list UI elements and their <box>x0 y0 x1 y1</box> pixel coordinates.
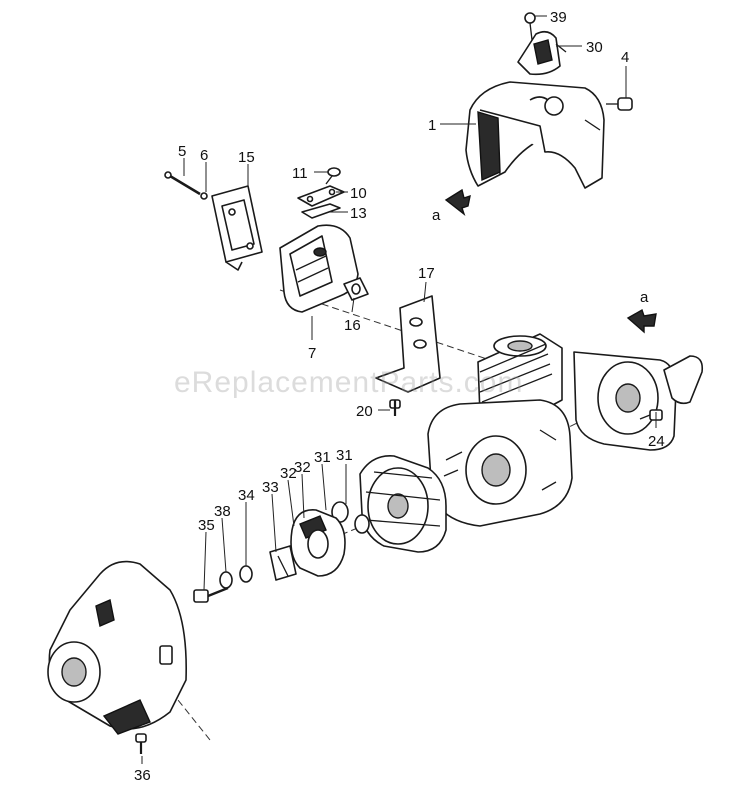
callout-11: 11 <box>292 165 308 182</box>
muffler-cover-15 <box>211 185 263 271</box>
screw-36 <box>135 733 147 754</box>
gasket-16 <box>343 277 369 301</box>
flywheel <box>359 455 447 553</box>
callout-31-b: 31 <box>336 447 353 464</box>
callout-20: 20 <box>356 403 373 420</box>
callout-7: 7 <box>308 345 316 362</box>
throttle-bracket <box>517 30 567 76</box>
washer-6 <box>200 192 208 200</box>
callout-31-a: 31 <box>314 449 331 466</box>
bolt-4 <box>606 97 633 111</box>
callout-16: 16 <box>344 317 361 334</box>
screw-39 <box>524 12 536 41</box>
callout-39: 39 <box>550 9 567 26</box>
bolt-35 <box>193 586 229 603</box>
clutch-shoe-33 <box>269 545 297 581</box>
callout-17: 17 <box>418 265 435 282</box>
reference-arrow-top: a <box>432 188 471 224</box>
ref-label-a-top: a <box>432 207 441 224</box>
callout-13: 13 <box>350 205 367 222</box>
callout-5: 5 <box>178 143 186 160</box>
muffler-7 <box>279 224 359 313</box>
callout-30: 30 <box>586 39 603 56</box>
callout-10: 10 <box>350 185 367 202</box>
plate-10 <box>297 185 345 207</box>
washers-34-38 <box>219 565 253 589</box>
screw-11 <box>325 167 341 185</box>
callout-6: 6 <box>200 147 208 164</box>
callout-24: 24 <box>648 433 665 450</box>
gasket-13 <box>301 203 341 219</box>
callout-34: 34 <box>238 487 255 504</box>
crankcase <box>427 399 573 527</box>
ref-label-a-right: a <box>640 289 649 306</box>
recoil-starter <box>573 351 704 451</box>
bolt-20 <box>389 399 401 416</box>
callout-35: 35 <box>198 517 215 534</box>
callout-15: 15 <box>238 149 255 166</box>
callout-4: 4 <box>621 49 629 66</box>
fan-housing <box>47 560 187 735</box>
callout-labels: 39 30 4 1 5 6 15 11 10 13 16 7 17 20 24 … <box>134 9 665 784</box>
leader-lines <box>141 15 657 764</box>
callout-1: 1 <box>428 117 436 134</box>
muffler-bolt-5 <box>164 171 201 196</box>
top-cover <box>465 81 605 189</box>
callout-36: 36 <box>134 767 151 784</box>
clutch-32 <box>290 509 346 577</box>
callout-33: 33 <box>262 479 279 496</box>
heat-shield-17 <box>375 295 441 393</box>
callout-32-a: 32 <box>280 465 297 482</box>
reference-arrow-right: a <box>626 289 657 334</box>
callout-32-b: 32 <box>294 459 311 476</box>
callout-38: 38 <box>214 503 231 520</box>
watermark: eReplacementParts.com <box>174 366 523 399</box>
